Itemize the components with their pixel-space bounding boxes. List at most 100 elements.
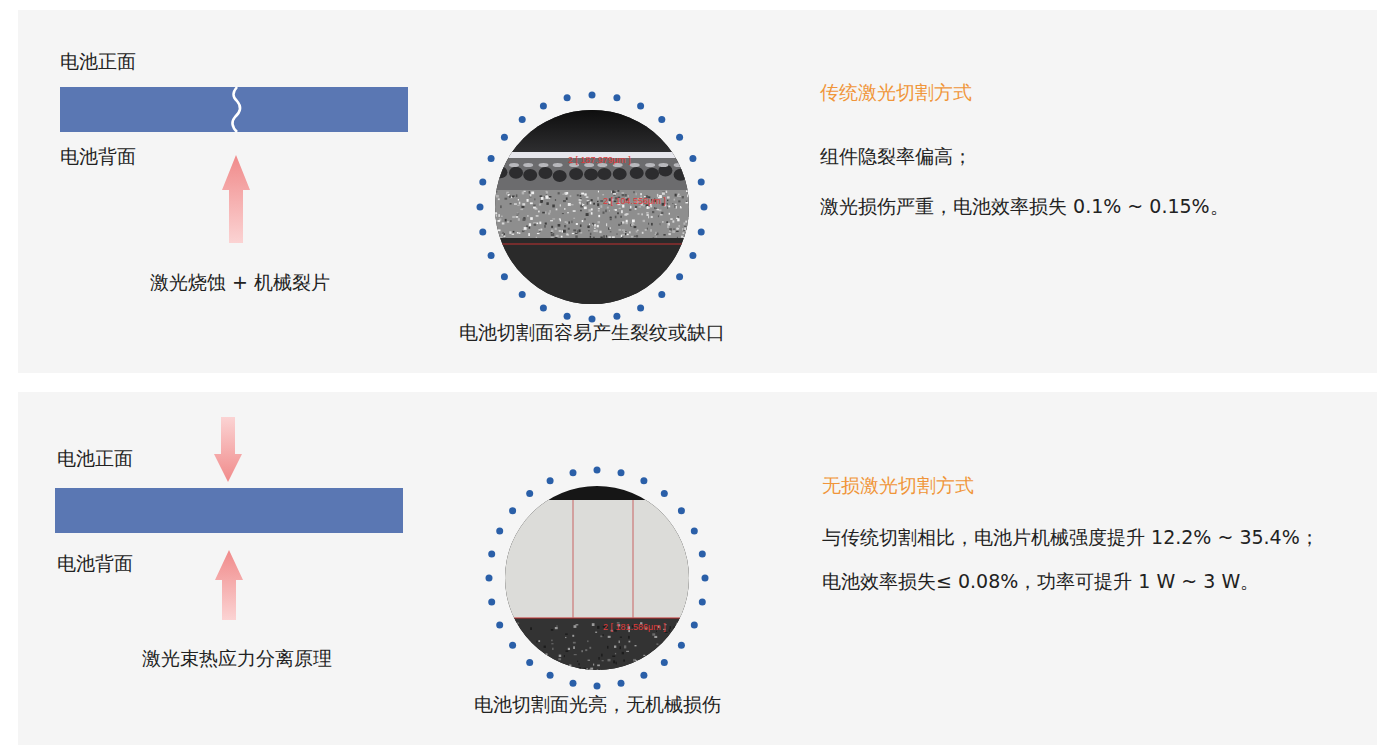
speckle	[584, 207, 587, 210]
speckle	[621, 216, 622, 218]
speckle	[524, 663, 527, 666]
speckle	[556, 235, 559, 237]
speckle	[603, 634, 604, 636]
speckle	[610, 217, 612, 218]
speckle	[550, 220, 553, 221]
speckle	[686, 626, 688, 628]
speckle	[500, 205, 502, 208]
speckle	[643, 220, 645, 222]
speckle	[581, 193, 584, 195]
speckle	[527, 215, 529, 216]
crack	[232, 87, 240, 132]
speckle	[626, 220, 628, 222]
speckle	[676, 206, 677, 209]
ring-dot	[594, 683, 601, 690]
speckle	[529, 191, 530, 194]
speckle	[617, 212, 619, 214]
bump-highlight	[658, 163, 668, 167]
speckle	[517, 212, 519, 213]
speckle	[579, 667, 582, 670]
speckle	[582, 204, 584, 205]
speckle	[621, 235, 622, 237]
speckle	[600, 670, 601, 672]
speckle	[577, 230, 578, 233]
speckle	[560, 219, 561, 221]
speckle	[661, 212, 663, 214]
speckle	[527, 199, 529, 202]
cell-bar	[60, 87, 408, 132]
speckle	[561, 236, 563, 238]
ring-dot	[678, 507, 685, 514]
micrograph	[495, 110, 689, 304]
speckle	[522, 657, 524, 660]
speckle	[622, 234, 624, 235]
speckle	[665, 653, 666, 656]
speckle	[508, 628, 511, 630]
speckle	[688, 657, 691, 659]
speckle	[637, 230, 638, 231]
speckle	[592, 224, 593, 226]
speckle	[635, 206, 636, 208]
speckle	[615, 216, 617, 219]
speckle	[573, 218, 575, 219]
speckle	[615, 653, 616, 655]
cell-illustration	[18, 10, 1377, 373]
speckle	[632, 220, 635, 223]
speckle	[510, 220, 512, 222]
speckle	[504, 233, 505, 235]
speckle	[564, 208, 566, 210]
speckle	[672, 633, 674, 635]
bump	[645, 168, 659, 180]
speckle	[549, 210, 550, 213]
speckle	[597, 201, 599, 202]
micrograph	[505, 486, 689, 670]
speckle	[654, 636, 657, 638]
speckle	[603, 212, 605, 214]
speckle	[587, 640, 588, 642]
bump	[569, 168, 583, 180]
speckle	[622, 229, 625, 230]
speckle	[551, 232, 553, 233]
speckle	[495, 213, 497, 214]
speckle	[540, 195, 543, 197]
speckle	[619, 641, 620, 644]
speckle	[572, 635, 574, 637]
bump	[597, 168, 611, 180]
ring-dot	[661, 659, 668, 666]
speckle	[613, 193, 616, 195]
bump-highlight	[523, 163, 533, 167]
speckle	[678, 654, 680, 657]
ring-dot	[702, 575, 709, 582]
ring-dot	[698, 228, 705, 235]
speckle	[636, 230, 638, 232]
speckle	[630, 206, 631, 209]
speckle	[536, 223, 538, 225]
speckle	[599, 231, 601, 233]
speckle	[502, 222, 505, 224]
speckle	[613, 194, 615, 196]
speckle	[566, 192, 568, 194]
speckle	[539, 229, 541, 230]
speckle	[597, 203, 599, 206]
speckle	[618, 224, 620, 225]
speckle	[577, 194, 579, 196]
speckle	[558, 192, 560, 194]
speckle	[663, 234, 665, 236]
speckle	[530, 202, 533, 204]
ring-dot	[658, 291, 665, 298]
surface-label: 电池正面	[60, 50, 136, 74]
speckle	[642, 232, 644, 234]
speckle	[683, 634, 686, 635]
speckle	[522, 658, 523, 660]
speckle	[501, 216, 502, 217]
speckle	[670, 218, 672, 220]
speckle	[633, 669, 635, 672]
comparison-panel: 电池正面电池背面激光束热应力分离原理无损激光切割方式与传统切割相比，电池片机械强…	[18, 392, 1377, 745]
speckle	[685, 230, 687, 232]
ring-dot	[640, 477, 647, 484]
speckle	[650, 229, 652, 232]
speckle	[587, 202, 589, 205]
speckle	[673, 639, 674, 641]
ring-dot	[689, 252, 696, 259]
speckle	[590, 202, 592, 205]
